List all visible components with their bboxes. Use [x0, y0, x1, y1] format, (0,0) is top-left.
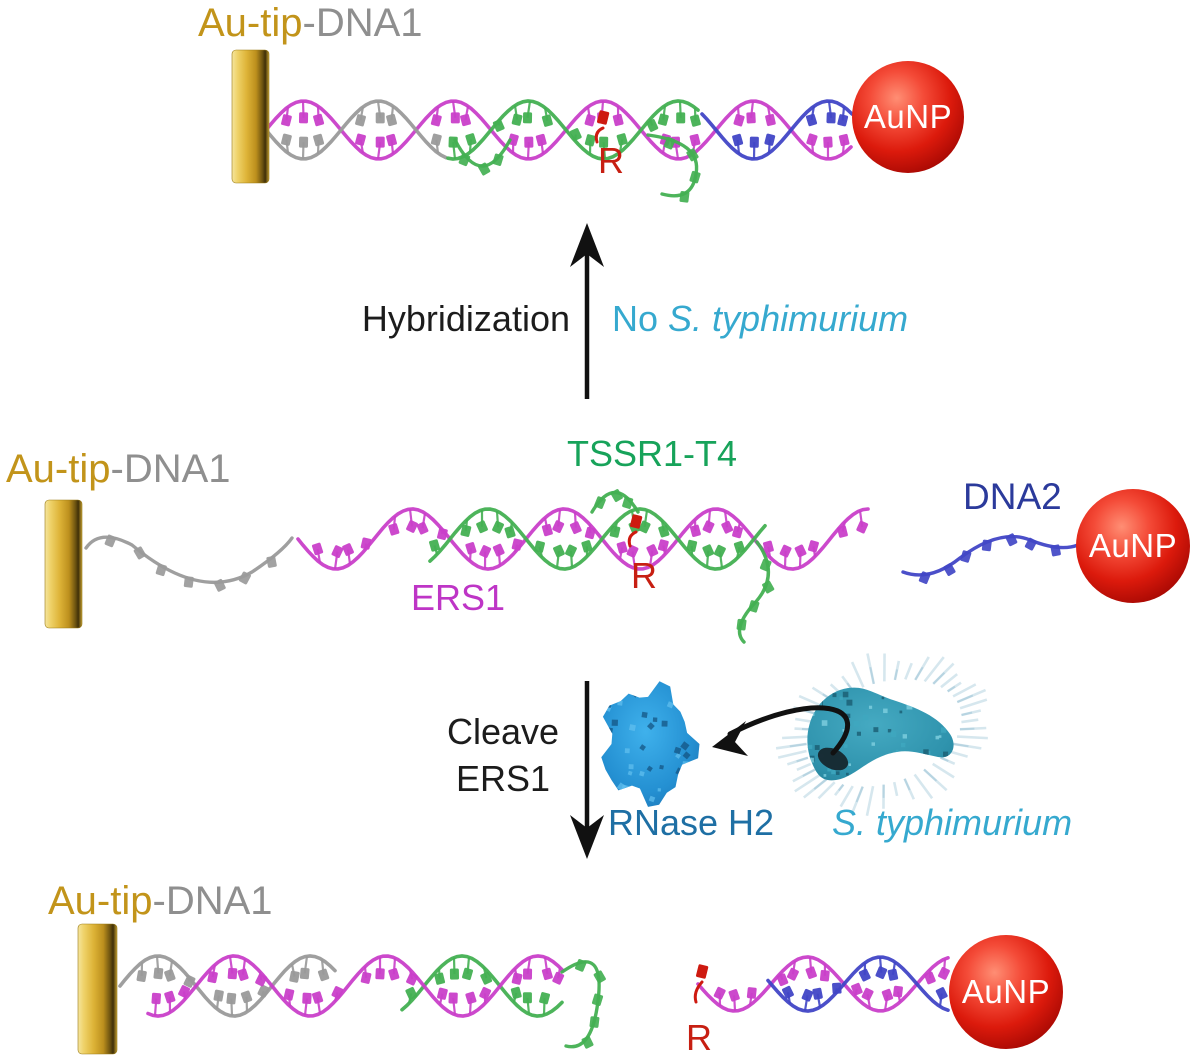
- dna2-label: DNA2: [963, 476, 1062, 517]
- au-tip-text: Au-tip: [198, 1, 303, 45]
- dna1-text: -DNA1: [110, 447, 231, 491]
- bottom-aunp-label: AuNP: [961, 973, 1051, 1010]
- released-fragment-aunp: [693, 935, 1063, 1049]
- top-au-tip-dna1-label: Au-tip-DNA1: [198, 3, 423, 43]
- top-ribo-r-label: R: [598, 140, 624, 181]
- cleave-ers1-label: Cleave ERS1: [432, 708, 574, 802]
- hybridization-arrow: [570, 223, 604, 399]
- ers1-label: ERS1: [411, 577, 506, 618]
- rnase-h2-protein: [601, 681, 700, 807]
- release-arrow: [712, 705, 850, 756]
- ers1-text: ERS1: [455, 758, 551, 799]
- species-italic-text: S. typhimurium: [668, 298, 909, 339]
- dna1-text: -DNA1: [152, 879, 273, 923]
- s-typhimurium-bacterium: [775, 653, 988, 816]
- au-tip-text: Au-tip: [48, 879, 153, 923]
- ers1-tssr1-duplex: [296, 489, 870, 644]
- dna2-aunp-probe: [901, 489, 1190, 603]
- bottom-ribo-r-label: R: [686, 1017, 712, 1056]
- au-tip-text: Au-tip: [6, 447, 111, 491]
- cleave-text: Cleave: [446, 711, 560, 752]
- au-tip-dna1-probe: [44, 499, 294, 629]
- rnase-h2-label: RNase H2: [608, 802, 775, 843]
- hybridization-label: Hybridization: [361, 298, 570, 339]
- middle-au-tip-dna1-label: Au-tip-DNA1: [6, 449, 231, 489]
- no-s-typhimurium-label: No S. typhimurium: [612, 301, 908, 337]
- dna1-text: -DNA1: [302, 1, 423, 45]
- top-aunp-label: AuNP: [863, 98, 953, 135]
- tssr1-t4-label: TSSR1-T4: [567, 433, 738, 474]
- middle-aunp-label: AuNP: [1088, 527, 1178, 564]
- no-prefix-text: No: [612, 298, 669, 339]
- bottom-au-tip-dna1-label: Au-tip-DNA1: [48, 881, 273, 921]
- cleavage-arrow: [570, 681, 604, 859]
- middle-ribo-r-label: R: [631, 555, 657, 596]
- cleaved-sensor-complex: [77, 923, 606, 1055]
- hybridized-sensor-complex: [231, 49, 964, 203]
- s-typhimurium-label: S. typhimurium: [832, 802, 1073, 843]
